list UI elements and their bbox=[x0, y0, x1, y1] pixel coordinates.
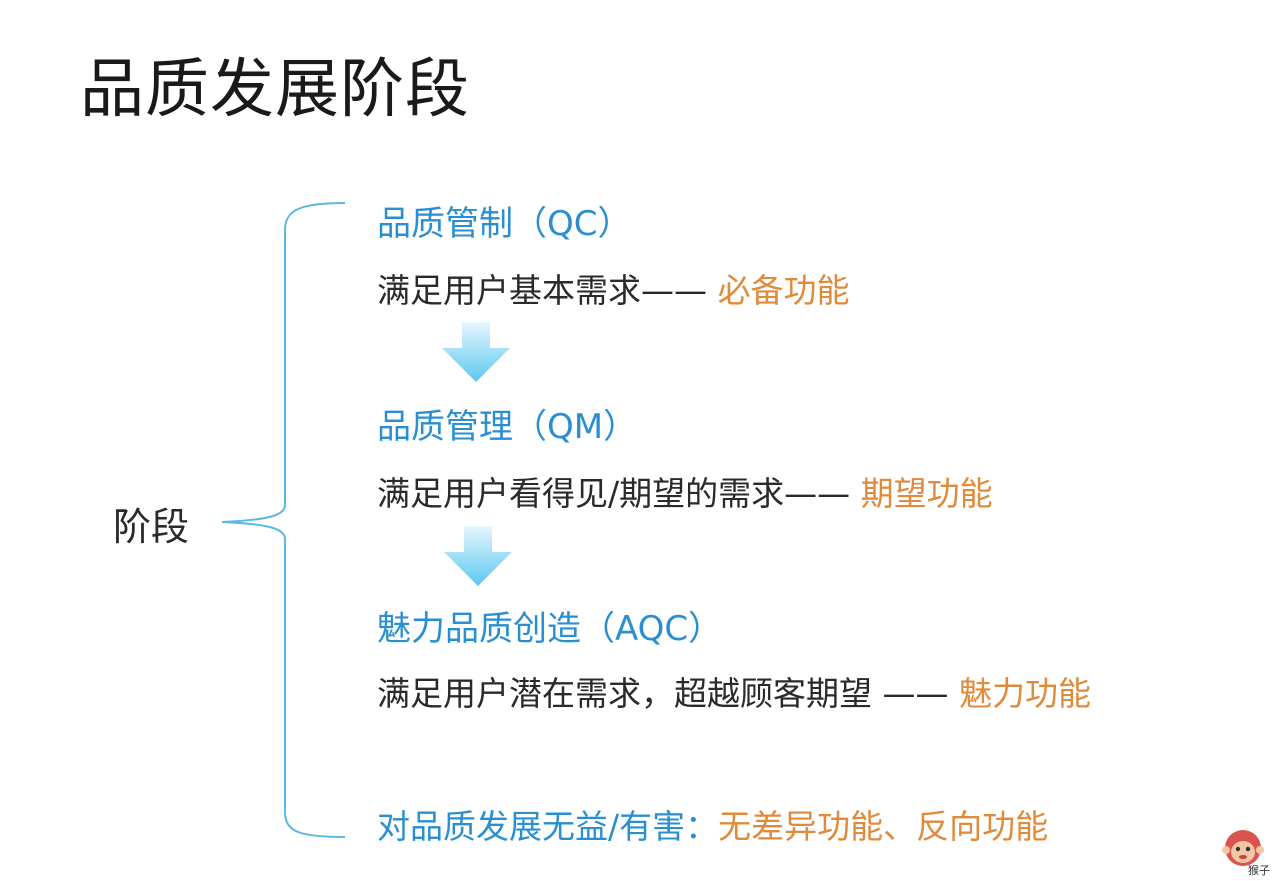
feature-label: 期望功能 bbox=[860, 474, 993, 513]
stage-desc-text: 满足用户潜在需求，超越顾客期望 —— bbox=[377, 674, 949, 713]
feature-label: 魅力功能 bbox=[959, 674, 1091, 713]
stage-desc-qc: 满足用户基本需求—— 必备功能 bbox=[377, 264, 850, 312]
down-arrow-icon bbox=[442, 322, 510, 382]
root-label: 阶段 bbox=[113, 505, 190, 549]
watermark-text: 猴子 bbox=[1248, 864, 1270, 877]
monkey-logo-icon bbox=[1222, 830, 1264, 866]
stage-title-qm: 品质管理（QM） bbox=[377, 407, 638, 447]
down-arrow-icon bbox=[444, 526, 512, 586]
feature-label: 必备功能 bbox=[717, 271, 850, 310]
stage-title-aqc: 魅力品质创造（AQC） bbox=[377, 609, 723, 649]
footer-lead: 对品质发展无益/有害： bbox=[377, 807, 719, 846]
stage-desc-text: 满足用户基本需求—— bbox=[377, 271, 707, 310]
stage-desc-aqc: 满足用户潜在需求，超越顾客期望 —— 魅力功能 bbox=[377, 667, 1091, 715]
stage-desc-qm: 满足用户看得见/期望的需求—— 期望功能 bbox=[377, 467, 993, 515]
stage-desc-text: 满足用户看得见/期望的需求—— bbox=[377, 474, 851, 513]
stage-title-qc: 品质管制（QC） bbox=[377, 204, 632, 244]
page-title: 品质发展阶段 bbox=[80, 53, 470, 127]
footer-feature: 无差异功能、反向功能 bbox=[718, 807, 1049, 846]
footer-note: 对品质发展无益/有害：无差异功能、反向功能 bbox=[377, 800, 1048, 848]
